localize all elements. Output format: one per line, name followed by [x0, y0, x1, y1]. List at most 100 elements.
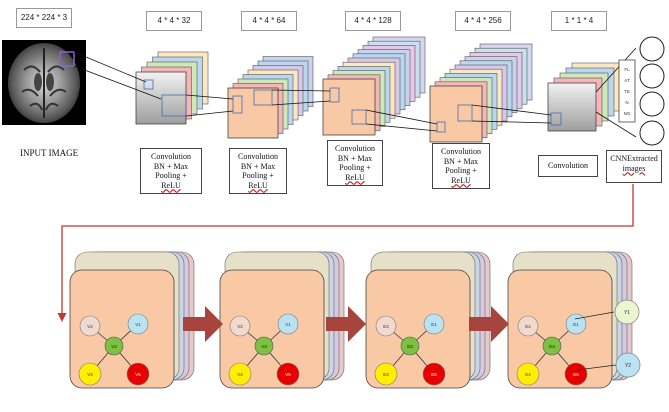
graph-node-tr-label: V1	[135, 322, 141, 327]
graph-node-br	[126, 362, 150, 386]
graph-node-bl-label: E4	[383, 372, 389, 377]
output-circle-4	[639, 120, 665, 146]
graph-node-bl-label: V4	[237, 372, 243, 377]
graph-node-br	[422, 362, 446, 386]
conv-label: Convolution	[547, 161, 588, 170]
output-y2-label: Y2	[625, 363, 631, 369]
layer1-label-box: Convolution BN + Max Pooling + ReLU	[140, 148, 202, 194]
extracted-label-box: CNNExtracted images	[606, 150, 662, 183]
layer4-front-map	[429, 85, 483, 143]
input-mri-image	[2, 40, 86, 125]
graph-node-bl-label: E4	[525, 372, 531, 377]
layer2-line1: Convolution	[237, 152, 278, 161]
output-y1-node	[614, 299, 640, 325]
layer2-line3: Pooling +	[242, 171, 274, 180]
layer1-line4: ReLU	[161, 180, 181, 190]
layer-fc-stack	[547, 62, 621, 132]
graph-node-br	[276, 362, 300, 386]
graph-node-tl	[229, 315, 251, 337]
dim-label-layer1: 4 * 4 * 32	[146, 11, 202, 31]
graph-node-tl-label: V2	[87, 324, 93, 329]
graph-node-tl-label: E2	[383, 324, 389, 329]
fc-label-4: N	[625, 100, 628, 105]
output-circles	[639, 36, 665, 146]
layer1-stack	[135, 51, 209, 125]
graph-node-tl	[375, 315, 397, 337]
layer4-line1: Convolution	[440, 147, 481, 156]
block-arrow-3	[469, 306, 509, 342]
graph-block-4-front	[507, 269, 613, 389]
extracted-line2: images	[622, 163, 646, 173]
block-arrows	[183, 306, 509, 342]
output-circle-3	[639, 91, 665, 117]
output-circle-2	[639, 63, 665, 89]
fc-label-2: AT	[624, 78, 630, 83]
dim-label-layer2: 4 * 4 * 64	[241, 11, 297, 31]
graph-node-center-label: E3	[549, 344, 555, 349]
graph-node-br-label: E5	[573, 372, 579, 377]
block-arrow-1	[183, 306, 223, 342]
layer4-stack	[429, 43, 533, 143]
fc-column	[618, 59, 636, 123]
graph-node-center	[542, 336, 562, 356]
graph-node-br-label: V5	[135, 372, 141, 377]
dim-label-output: 1 * 1 * 4	[551, 11, 607, 31]
layer2-label-box: Convolution BN + Max Pooling + ReLU	[229, 148, 287, 194]
graph-outputs: Y1 Y2	[574, 299, 641, 378]
graph-block-2-front	[219, 269, 325, 389]
layer4-line2: BN + Max	[443, 156, 479, 166]
graph-node-bl	[374, 362, 398, 386]
graph-node-tr	[565, 313, 587, 335]
layer3-line2: BN + Max	[337, 153, 373, 163]
graph-node-center-label: V3	[111, 344, 117, 349]
fc-label-5: NG	[624, 111, 631, 116]
layer2-line2: BN + Max	[240, 161, 276, 171]
output-y1-label: Y1	[624, 310, 630, 316]
graph-node-center	[104, 336, 124, 356]
fc-label-1: FL	[624, 67, 630, 72]
feature-connectors	[73, 47, 637, 138]
layer4-line4: ReLU	[451, 175, 471, 185]
output-circle-1	[639, 36, 665, 62]
graph-node-bl	[78, 362, 102, 386]
graph-node-tl-label: V2	[237, 324, 243, 329]
graph-node-center-label: V3	[261, 344, 267, 349]
graph-node-tl-label: E2	[525, 324, 531, 329]
fc-label-3: TE	[624, 89, 630, 94]
fc-labels: FL AT TE N NG	[624, 67, 631, 116]
conv-label-box: Convolution	[538, 155, 598, 177]
layer1-line3: Pooling +	[155, 171, 187, 180]
graph-node-center	[254, 336, 274, 356]
graph-node-br-label: V5	[285, 372, 291, 377]
layer1-line2: BN + Max	[153, 161, 189, 171]
graph-node-br	[564, 362, 588, 386]
extracted-line1: CNNExtracted	[610, 154, 658, 163]
graph-node-tr-label: E1	[573, 322, 579, 327]
layer3-line4: ReLU	[345, 172, 365, 182]
graph-node-bl	[228, 362, 252, 386]
cnn-layer-stacks	[135, 36, 621, 143]
graph-node-tr	[127, 313, 149, 335]
layer4-line3: Pooling +	[445, 166, 477, 175]
graph-node-bl	[516, 362, 540, 386]
dim-label-layer4: 4 * 4 * 256	[455, 11, 511, 31]
input-image-label: INPUT IMAGE	[20, 148, 79, 158]
graph-node-br-label: E5	[431, 372, 437, 377]
layer-fc-front-map	[547, 82, 597, 132]
block-arrow-2	[326, 306, 366, 342]
graph-node-tl	[517, 315, 539, 337]
layer2-line4: ReLU	[248, 180, 268, 190]
top-to-bottom-connector	[57, 184, 634, 322]
graph-node-tr-label: E1	[431, 322, 437, 327]
layer4-label-box: Convolution BN + Max Pooling + ReLU	[432, 143, 490, 189]
layer3-label-box: Convolution BN + Max Pooling + ReLU	[327, 140, 383, 186]
graph-block-1-front	[69, 269, 175, 389]
graph-node-tr	[423, 313, 445, 335]
layer1-line1: Convolution	[150, 152, 191, 161]
